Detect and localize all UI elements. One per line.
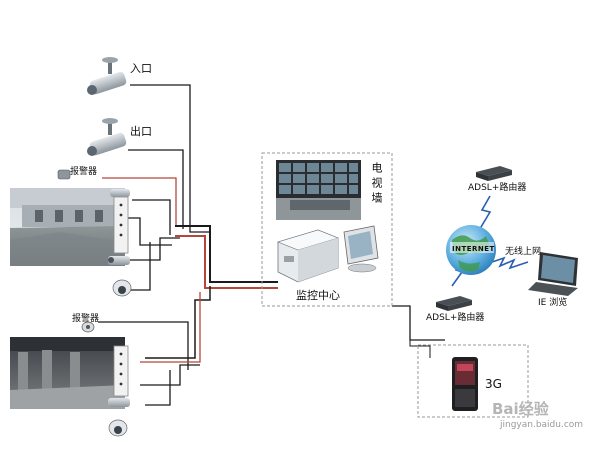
label-wireless: 无线上网	[505, 247, 542, 257]
indoor-warehouse-photo	[10, 337, 125, 409]
alarm-icon-top	[57, 169, 71, 180]
label-adsl-router-bottom: ADSL+路由器	[426, 313, 485, 323]
monitoring-center-box	[261, 152, 393, 307]
dome-camera-bottom	[108, 419, 128, 437]
entrance-camera	[87, 57, 127, 95]
label-alarm-top: 报警器	[70, 167, 98, 177]
label-monitoring-center: 监控中心	[296, 289, 340, 302]
watermark-brand: Bai经验	[492, 400, 549, 418]
adsl-router-top	[476, 166, 512, 181]
mobile-3g-box	[417, 344, 529, 418]
camera-small-1	[110, 189, 130, 197]
label-alarm-bottom: 报警器	[72, 314, 100, 324]
alarm-icon-bottom	[81, 321, 95, 333]
label-tv-wall-text: 电视墙	[370, 162, 383, 207]
label-3g: 3G	[485, 377, 502, 391]
encoder-unit-bottom	[113, 345, 129, 397]
label-internet: INTERNET	[452, 245, 495, 253]
wiring	[98, 84, 445, 406]
label-ie-browse: IE 浏览	[538, 298, 568, 308]
tv-wall-image	[276, 160, 361, 220]
laptop	[528, 252, 578, 296]
watermark-url: jingyan.baidu.com	[500, 420, 584, 430]
outdoor-yard-photo	[10, 188, 125, 266]
label-exit: 出口	[130, 125, 152, 138]
camera-small-2	[108, 256, 130, 265]
camera-small-3	[108, 398, 130, 407]
encoder-unit-top	[113, 196, 129, 254]
dome-camera-top	[112, 279, 132, 297]
monitor	[343, 225, 379, 273]
label-adsl-router-top: ADSL+路由器	[468, 183, 527, 193]
label-tv-wall: 电视墙	[368, 162, 383, 207]
adsl-router-bottom	[436, 296, 472, 311]
dvr-server	[277, 229, 339, 283]
internet-globe	[446, 225, 496, 275]
label-entrance: 入口	[130, 62, 152, 75]
exit-camera	[87, 118, 127, 156]
mobile-phone	[452, 357, 478, 411]
